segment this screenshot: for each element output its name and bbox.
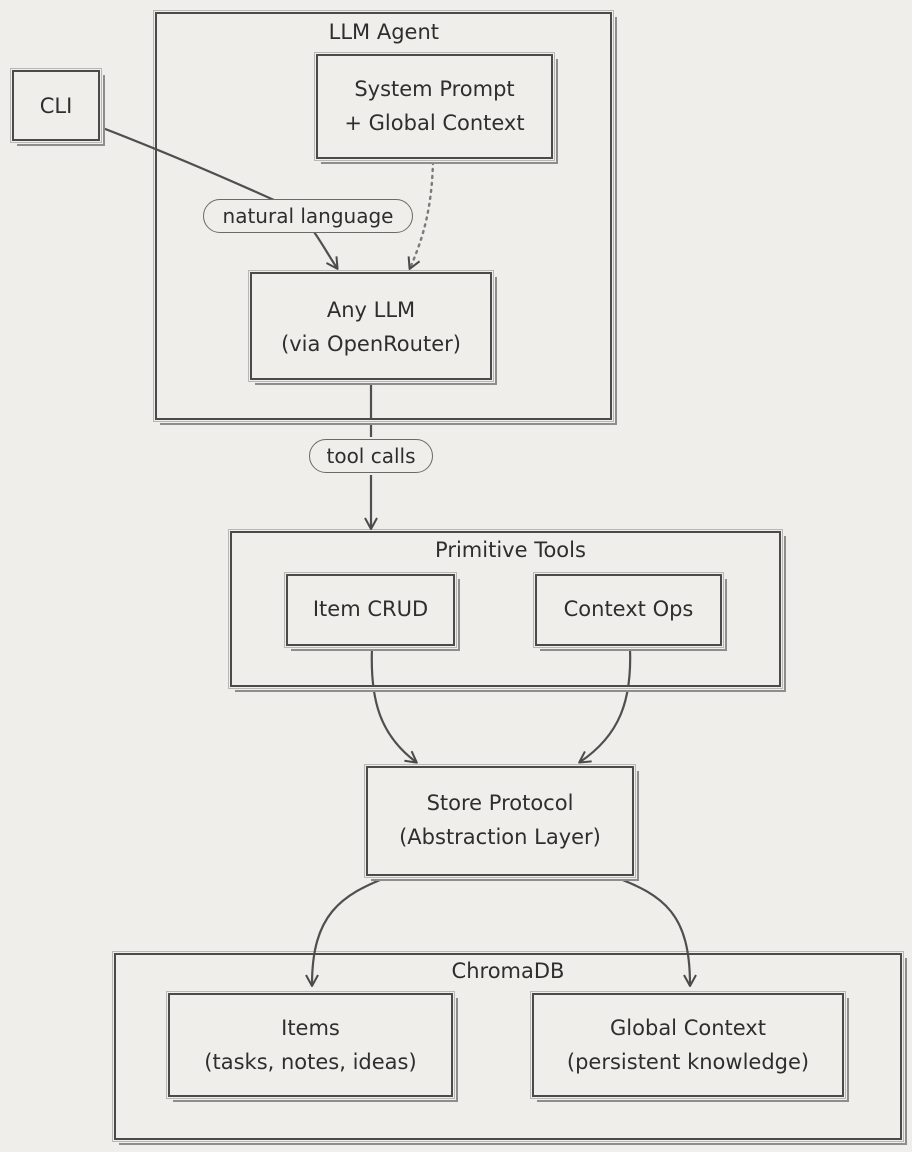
edge-crud-to-store <box>370 647 418 764</box>
primitive-tools-group: Primitive Tools <box>228 529 783 689</box>
any-llm-line2: (via OpenRouter) <box>281 332 461 356</box>
natural-language-edge-label: natural language <box>203 199 413 233</box>
any-llm-line1: Any LLM <box>326 298 416 322</box>
store-protocol-node: Store Protocol (Abstraction Layer) <box>364 764 636 878</box>
items-node: Items (tasks, notes, ideas) <box>166 991 455 1099</box>
edge-cli-to-llm <box>99 125 339 270</box>
system-prompt-line2: + Global Context <box>344 111 525 135</box>
items-line2: (tasks, notes, ideas) <box>204 1050 417 1074</box>
store-protocol-line2: (Abstraction Layer) <box>399 825 601 849</box>
llm-agent-title: LLM Agent <box>328 20 439 44</box>
global-context-line1: Global Context <box>610 1016 766 1040</box>
system-prompt-node: System Prompt + Global Context <box>314 52 555 161</box>
cli-node: CLI <box>10 68 102 143</box>
any-llm-node: Any LLM (via OpenRouter) <box>248 270 494 382</box>
edge-store-to-items <box>305 874 391 987</box>
llm-agent-group: LLM Agent <box>153 10 614 422</box>
context-ops-node: Context Ops <box>533 572 724 648</box>
store-protocol-line1: Store Protocol <box>426 791 574 815</box>
tool-calls-edge-label: tool calls <box>309 439 433 473</box>
cli-label: CLI <box>39 94 73 118</box>
items-line1: Items <box>281 1016 340 1040</box>
system-prompt-line1: System Prompt <box>354 77 515 101</box>
context-ops-label: Context Ops <box>563 597 694 621</box>
chromadb-title: ChromaDB <box>451 959 565 983</box>
item-crud-label: Item CRUD <box>312 597 429 621</box>
global-context-node: Global Context (persistent knowledge) <box>530 991 846 1099</box>
edge-prompt-to-llm <box>407 160 435 270</box>
edge-store-to-globalctx <box>611 874 697 987</box>
item-crud-node: Item CRUD <box>284 572 457 648</box>
global-context-line2: (persistent knowledge) <box>566 1050 810 1074</box>
edge-ctxops-to-store <box>578 647 632 764</box>
chromadb-group: ChromaDB <box>112 951 904 1142</box>
primitive-tools-title: Primitive Tools <box>435 538 586 562</box>
